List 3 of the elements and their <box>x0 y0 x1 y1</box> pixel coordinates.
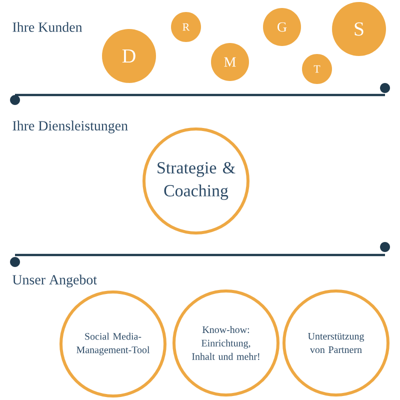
section-heading: Unser Angebot <box>12 274 97 288</box>
section-heading: Ihre Kunden <box>12 22 82 32</box>
section-heading: Ihre Diensleistungen <box>12 120 128 134</box>
